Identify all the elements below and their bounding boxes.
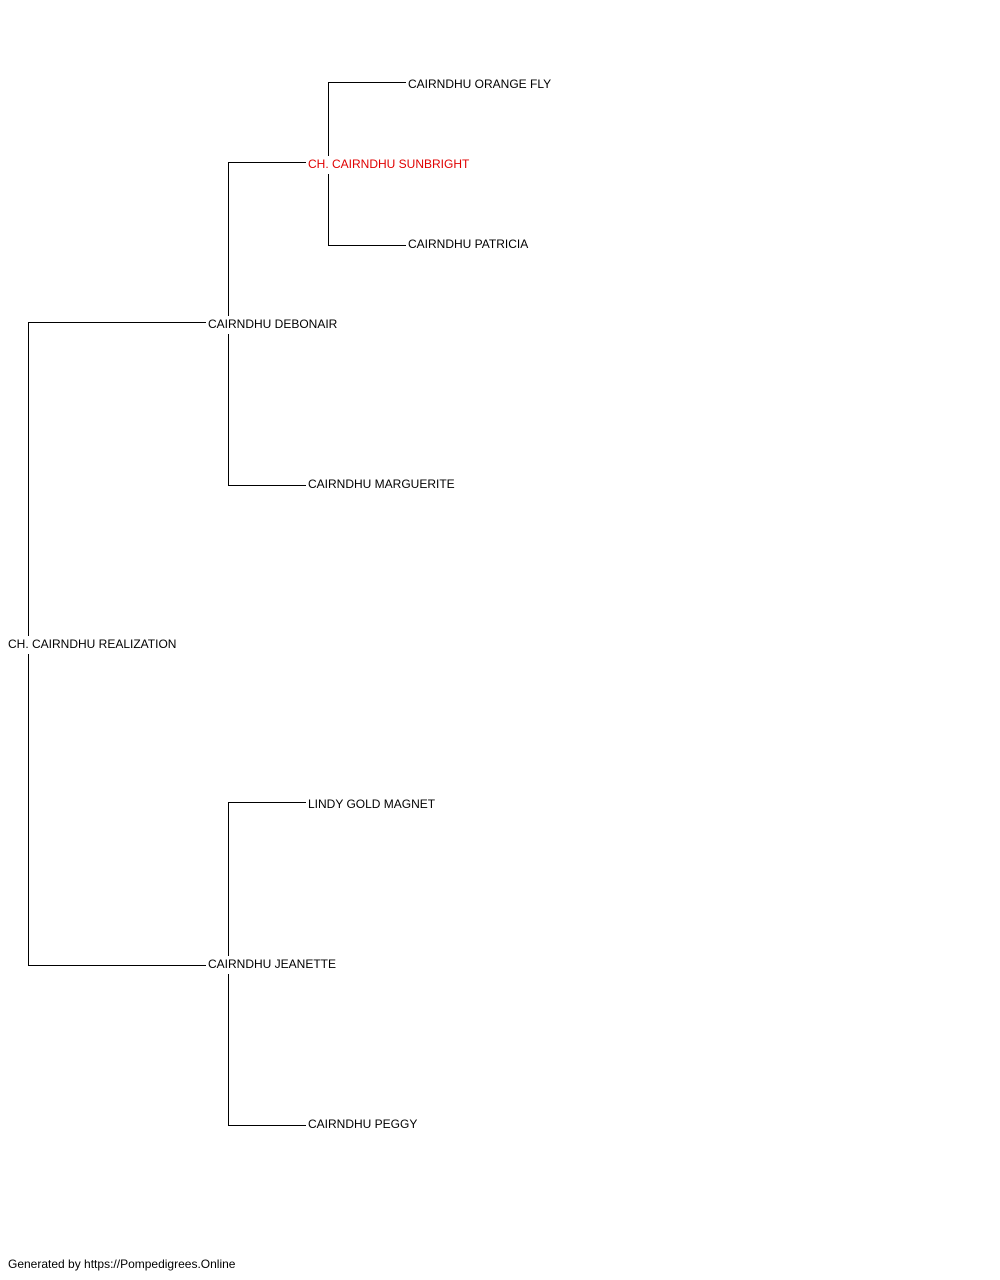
connector-sire-sire-dam [328,174,406,246]
connector-subject-sire [28,322,206,636]
connector-subject-dam [28,654,206,966]
connector-sire-sire-sire [328,82,406,156]
sire-name[interactable]: CAIRNDHU DEBONAIR [208,317,338,331]
generated-by-footer: Generated by https://Pompedigrees.Online [8,1257,236,1271]
sire-sire-dam-name[interactable]: CAIRNDHU PATRICIA [408,237,529,251]
sire-dam-name[interactable]: CAIRNDHU MARGUERITE [308,477,455,491]
dam-name[interactable]: CAIRNDHU JEANETTE [208,957,337,971]
connector-dam-sire [228,802,306,956]
dam-sire-name[interactable]: LINDY GOLD MAGNET [308,797,436,811]
sire-sire-name[interactable]: CH. CAIRNDHU SUNBRIGHT [308,157,470,171]
connector-sire-dam [228,334,306,486]
subject-dog-name[interactable]: CH. CAIRNDHU REALIZATION [8,637,177,651]
connector-dam-dam [228,974,306,1126]
connector-sire-sire [228,162,306,316]
dam-dam-name[interactable]: CAIRNDHU PEGGY [308,1117,418,1131]
sire-sire-sire-name[interactable]: CAIRNDHU ORANGE FLY [408,77,552,91]
